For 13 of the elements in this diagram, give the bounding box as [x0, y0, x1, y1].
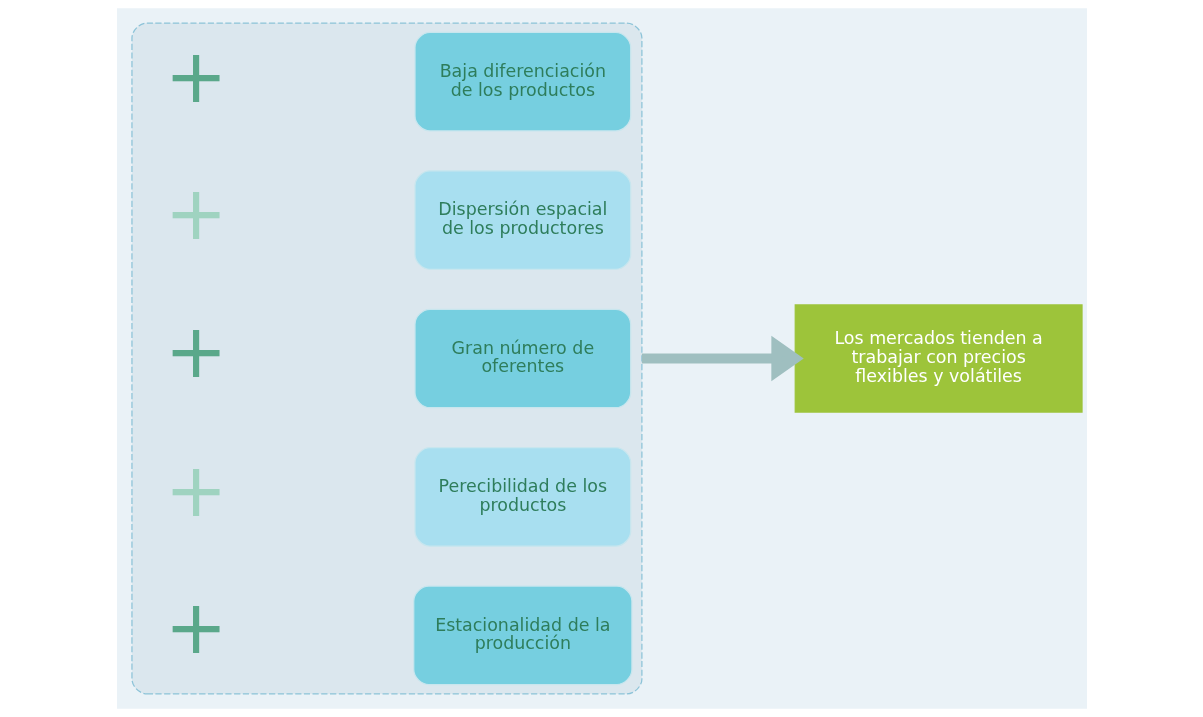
arrow: [641, 335, 804, 382]
label: +: [164, 446, 228, 534]
node-box: Dispersión espacial de los productores: [413, 170, 631, 270]
label: +: [164, 32, 228, 120]
label: +: [164, 308, 228, 396]
node-box: Baja diferenciación de los productos: [413, 31, 631, 132]
node-box: Estacionalidad de la producción: [412, 585, 633, 686]
label: +: [164, 583, 228, 671]
label: +: [164, 169, 228, 257]
node-box: Los mercados tienden a trabajar con precios flexibles y volátiles: [794, 304, 1083, 413]
node-box: Perecibilidad de los productos: [413, 447, 631, 547]
cluster: [130, 22, 643, 695]
node-box: Gran número de oferentes: [413, 308, 631, 409]
